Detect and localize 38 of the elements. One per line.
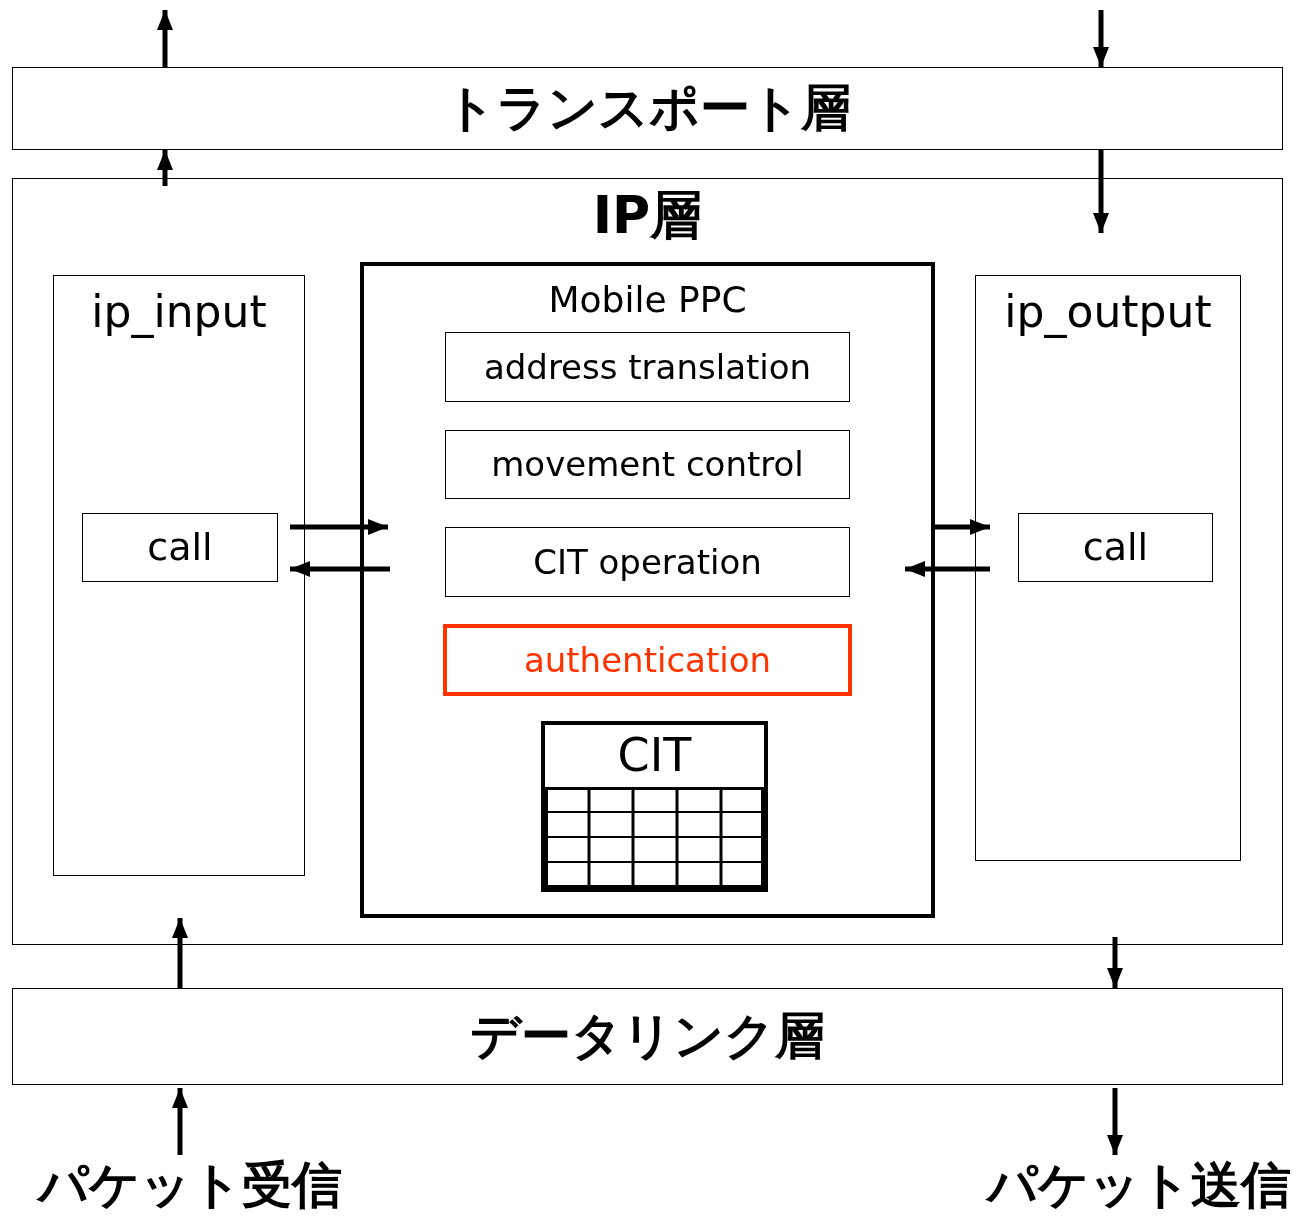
function-box xyxy=(443,624,852,696)
arrow xyxy=(290,519,388,535)
function-box xyxy=(445,332,850,402)
function-label: call xyxy=(147,524,213,571)
arrow xyxy=(1107,937,1123,988)
arrow xyxy=(157,10,173,67)
layer-box xyxy=(12,178,1283,945)
function-label: call xyxy=(1082,524,1149,571)
module-box xyxy=(360,262,935,918)
module-box xyxy=(53,275,305,876)
arrow xyxy=(935,519,990,535)
function-box xyxy=(82,513,278,582)
layer-label: データリンク層 xyxy=(470,1006,825,1067)
table-box xyxy=(541,721,768,892)
table-label: CIT xyxy=(617,727,692,784)
function-label: authentication xyxy=(523,638,772,682)
arrow xyxy=(172,918,188,988)
arrow xyxy=(172,1088,188,1155)
function-label: address translation xyxy=(483,345,812,389)
function-label: movement control xyxy=(491,443,804,486)
arrow xyxy=(290,561,390,577)
caption-text: パケット送信 xyxy=(987,1160,1291,1210)
layer-label: IP層 xyxy=(592,189,703,241)
function-box xyxy=(1018,513,1213,582)
function-label: CIT operation xyxy=(533,540,762,584)
caption-text: パケット受信 xyxy=(38,1160,342,1210)
function-box xyxy=(445,430,850,499)
arrow xyxy=(1107,1088,1123,1155)
arrow xyxy=(1093,150,1109,233)
layer-box xyxy=(12,988,1283,1085)
module-label: Mobile PPC xyxy=(548,282,747,318)
module-box xyxy=(975,275,1241,861)
arrow xyxy=(157,150,173,186)
layer-label: トランスポート層 xyxy=(444,78,851,139)
arrow xyxy=(905,561,990,577)
function-box xyxy=(445,527,850,597)
arrow xyxy=(1093,10,1109,67)
layer-box xyxy=(12,67,1283,150)
